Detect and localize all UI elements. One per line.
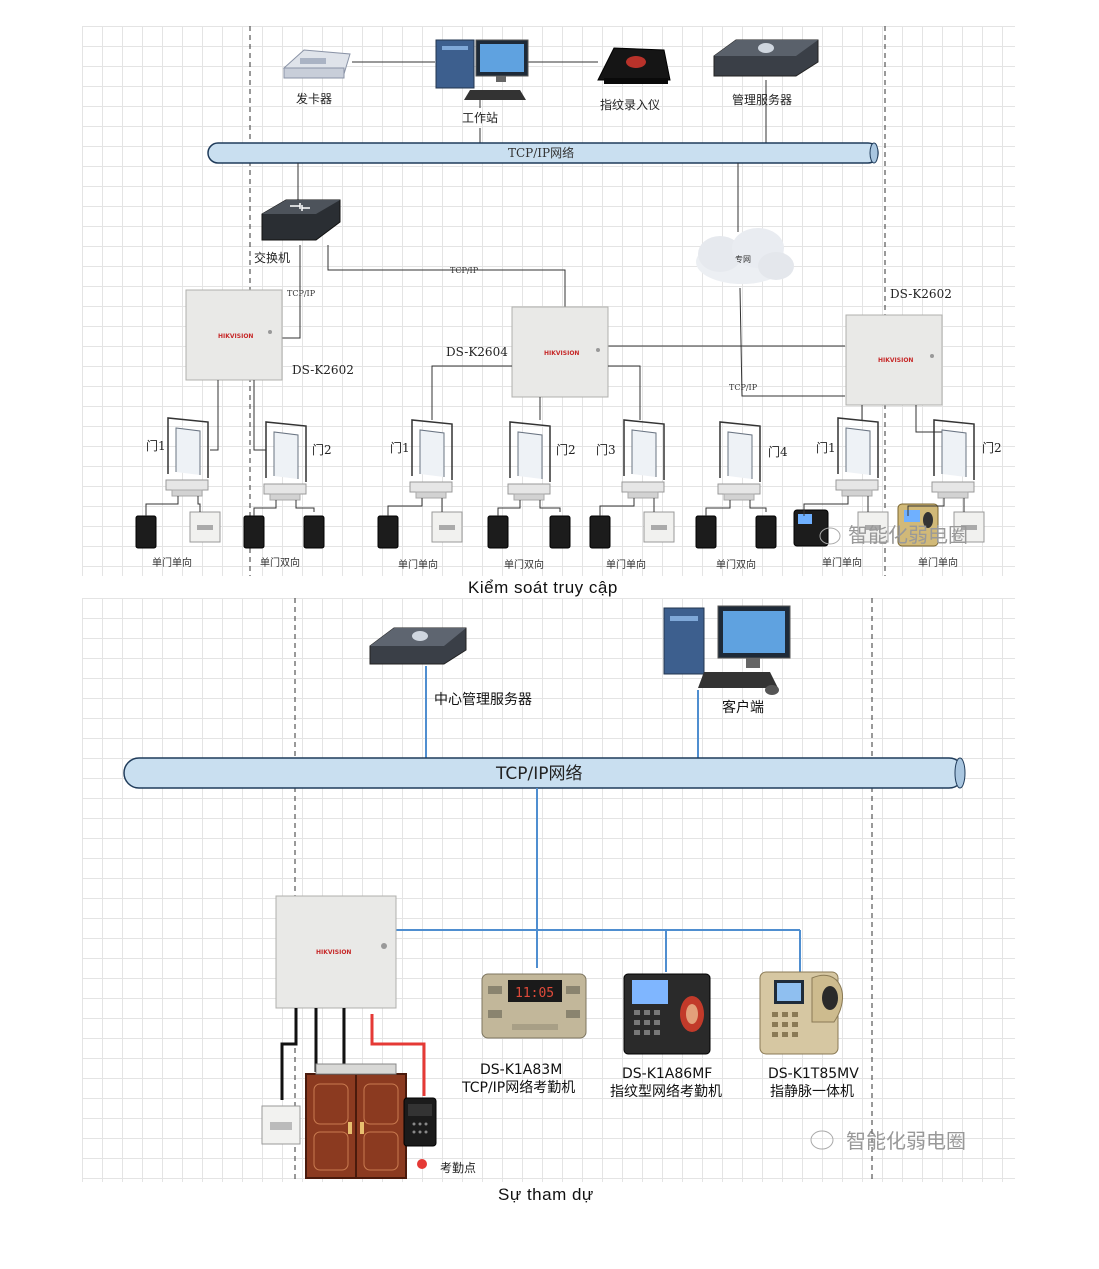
watermark: 智能化弱电圈 [810, 1129, 966, 1153]
controller-model-label: DS-K2604 [446, 345, 508, 359]
exit-button-icon [261, 1105, 301, 1145]
door-frame-icon [167, 417, 209, 478]
attendance-panel [82, 598, 1015, 1182]
tcpip-bus [207, 142, 879, 164]
door-mode-label: 单门单向 [398, 558, 438, 571]
network-switch-icon [261, 199, 341, 241]
door-frame-icon [411, 419, 453, 480]
door-frame-icon [933, 419, 975, 480]
center-server-icon [369, 627, 467, 665]
door-frame-icon [837, 417, 879, 478]
tcpip-link-label: TCP/IP [287, 289, 316, 298]
watermark: 智能化弱电圈 [819, 523, 968, 547]
door-label: 门1 [146, 438, 166, 453]
client-label: 客户端 [722, 699, 764, 716]
fingerprint-enroller-label: 指纹录入仪 [600, 97, 660, 112]
door-label: 门3 [596, 442, 616, 457]
tcpip-bus-label: TCP/IP网络 [508, 145, 574, 160]
access-control-caption: Kiểm soát truy cập [468, 578, 618, 597]
tcpip-link-label: TCP/IP [450, 266, 479, 275]
management-server-label: 管理服务器 [732, 92, 792, 107]
terminal-model-label: DS-K1A86MF [622, 1066, 712, 1082]
management-server-icon [713, 39, 819, 77]
card-reader-icon [303, 515, 325, 549]
workstation-label: 工作站 [462, 111, 498, 125]
door-frame-icon [265, 421, 307, 482]
attendance-caption: Sự tham dự [498, 1185, 594, 1204]
svg-text:智能化弱电圈: 智能化弱电圈 [848, 523, 968, 547]
card-reader-icon [403, 1097, 437, 1147]
door-label: 门2 [312, 442, 332, 457]
door-mode-label: 单门双向 [260, 556, 300, 569]
terminal-desc-label: 指静脉一体机 [770, 1084, 854, 1100]
door-unit [377, 419, 463, 549]
svg-text:HIKVISION: HIKVISION [218, 333, 253, 340]
door-unit [243, 421, 325, 549]
svg-text:HIKVISION: HIKVISION [544, 350, 579, 357]
door-mode-label: 单门单向 [606, 558, 646, 571]
card-issuer-label: 发卡器 [296, 91, 332, 106]
center-server-label: 中心管理服务器 [434, 692, 532, 708]
controller-model-label: DS-K2602 [890, 287, 952, 301]
access-control-diagram: 发卡器 工作站 指纹录入仪 管理服务器 TCP/IP网络 交换机 TCP/IP … [135, 26, 1002, 576]
door-frame-icon [623, 419, 665, 480]
client-pc-icon [663, 605, 791, 695]
door-unit [793, 417, 889, 547]
card-reader-icon [755, 515, 777, 549]
terminal-desc-label: 指纹型网络考勤机 [610, 1084, 722, 1100]
terminal-model-label: DS-K1A83M [480, 1062, 562, 1078]
fingerprint-attendance-terminal-icon [623, 973, 711, 1055]
door-unit [897, 419, 985, 547]
door-label: 门2 [556, 442, 576, 457]
terminal-model-label: DS-K1T85MV [768, 1066, 859, 1082]
switch-label: 交换机 [254, 250, 290, 265]
door-unit [695, 421, 777, 549]
door-label: 门4 [768, 444, 788, 459]
attendance-point-label: 考勤点 [440, 1161, 476, 1175]
card-reader-icon [549, 515, 571, 549]
fingerprint-enroller-icon [597, 47, 671, 84]
workstation-icon [435, 39, 529, 100]
door-frame-icon [719, 421, 761, 482]
svg-text:HIKVISION: HIKVISION [316, 949, 351, 956]
tcpip-bus [123, 757, 966, 789]
door-label: 门2 [982, 440, 1002, 455]
attendance-terminal-clock-icon [481, 973, 587, 1039]
door-unit [589, 419, 675, 549]
svg-text:智能化弱电圈: 智能化弱电圈 [846, 1129, 966, 1153]
terminal-desc-label: TCP/IP网络考勤机 [461, 1080, 575, 1096]
access-control-panel [82, 26, 1015, 576]
door-label: 门1 [816, 440, 836, 455]
tcpip-bus-label: TCP/IP网络 [495, 764, 583, 784]
private-network-cloud-icon [696, 228, 794, 284]
clock-display: 11:05 [515, 986, 554, 1001]
controller-box: HIKVISION [511, 306, 609, 398]
finger-vein-terminal-icon [759, 971, 843, 1055]
door-unit [487, 421, 571, 549]
door-unit [135, 417, 221, 549]
door-label: 门1 [390, 440, 410, 455]
private-network-label: 专网 [735, 254, 751, 264]
controller-model-label: DS-K2602 [292, 363, 354, 377]
attendance-point-dot [417, 1159, 427, 1169]
controller-box: HIKVISION [845, 314, 943, 406]
door-mode-label: 单门双向 [716, 558, 756, 571]
card-issuer-icon [282, 49, 351, 79]
door-mode-label: 单门单向 [152, 556, 192, 569]
door-frame-icon [509, 421, 551, 482]
door-mode-label: 单门单向 [822, 556, 862, 569]
controller-box: HIKVISION [185, 289, 283, 381]
attendance-controller-box: HIKVISION [275, 895, 397, 1009]
svg-text:HIKVISION: HIKVISION [878, 357, 913, 364]
tcpip-link-label: TCP/IP [729, 383, 758, 392]
door-mode-label: 单门双向 [504, 558, 544, 571]
double-door-icon [305, 1063, 407, 1179]
door-mode-label: 单门单向 [918, 556, 958, 569]
